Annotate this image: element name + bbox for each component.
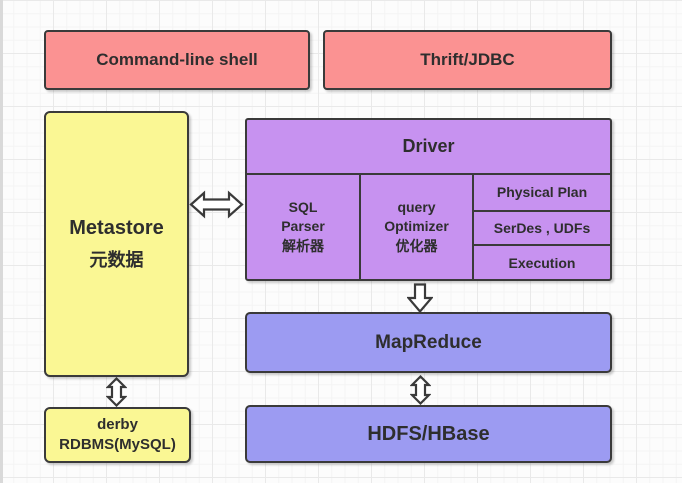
- node-metastore: Metastore 元数据: [44, 111, 189, 377]
- node-driver: Driver SQL Parser 解析器 query Optimizer 优化…: [245, 118, 612, 281]
- node-label-line: RDBMS(MySQL): [59, 436, 176, 453]
- driver-title: Driver: [247, 120, 610, 175]
- node-derby-rdbms: derby RDBMS(MySQL): [44, 407, 191, 463]
- metastore-title: Metastore: [69, 216, 164, 239]
- node-thrift-jdbc: Thrift/JDBC: [323, 30, 612, 90]
- node-serdes-udfs: SerDes , UDFs: [474, 209, 610, 245]
- node-label-line: derby: [97, 415, 138, 433]
- down-arrow-icon: [407, 283, 433, 313]
- node-hdfs-hbase: HDFS/HBase: [245, 405, 612, 463]
- node-label-line: query: [397, 198, 436, 215]
- metastore-subtitle: 元数据: [89, 249, 144, 270]
- node-label: Command-line shell: [96, 50, 258, 69]
- vertical-double-arrow-icon: [410, 375, 431, 405]
- driver-body: SQL Parser 解析器 query Optimizer 优化器 Physi…: [247, 175, 610, 279]
- node-label-line: 解析器: [282, 237, 324, 254]
- node-label: HDFS/HBase: [367, 422, 490, 445]
- node-label: MapReduce: [375, 331, 482, 353]
- node-label: Execution: [508, 254, 576, 271]
- node-label-line: SQL: [288, 198, 318, 215]
- node-label: SerDes , UDFs: [493, 219, 591, 236]
- node-command-line-shell: Command-line shell: [44, 30, 310, 90]
- node-query-optimizer: query Optimizer 优化器: [359, 175, 472, 279]
- node-mapreduce: MapReduce: [245, 312, 612, 373]
- node-label: derby RDBMS(MySQL): [59, 415, 176, 456]
- node-sql-parser: SQL Parser 解析器: [247, 175, 359, 279]
- node-label: Driver: [402, 136, 455, 156]
- node-label-line: Parser: [281, 218, 325, 235]
- horizontal-double-arrow-icon: [189, 190, 244, 219]
- driver-right-stack: Physical Plan SerDes , UDFs Execution: [472, 175, 610, 279]
- node-label: Thrift/JDBC: [420, 50, 515, 69]
- node-label: Metastore 元数据: [69, 217, 163, 272]
- node-label: Physical Plan: [496, 184, 588, 201]
- vertical-double-arrow-icon: [106, 377, 127, 407]
- node-label-line: Optimizer: [384, 218, 449, 235]
- node-label-line: 优化器: [395, 237, 438, 254]
- node-physical-plan: Physical Plan: [474, 175, 610, 210]
- node-execution: Execution: [474, 244, 610, 279]
